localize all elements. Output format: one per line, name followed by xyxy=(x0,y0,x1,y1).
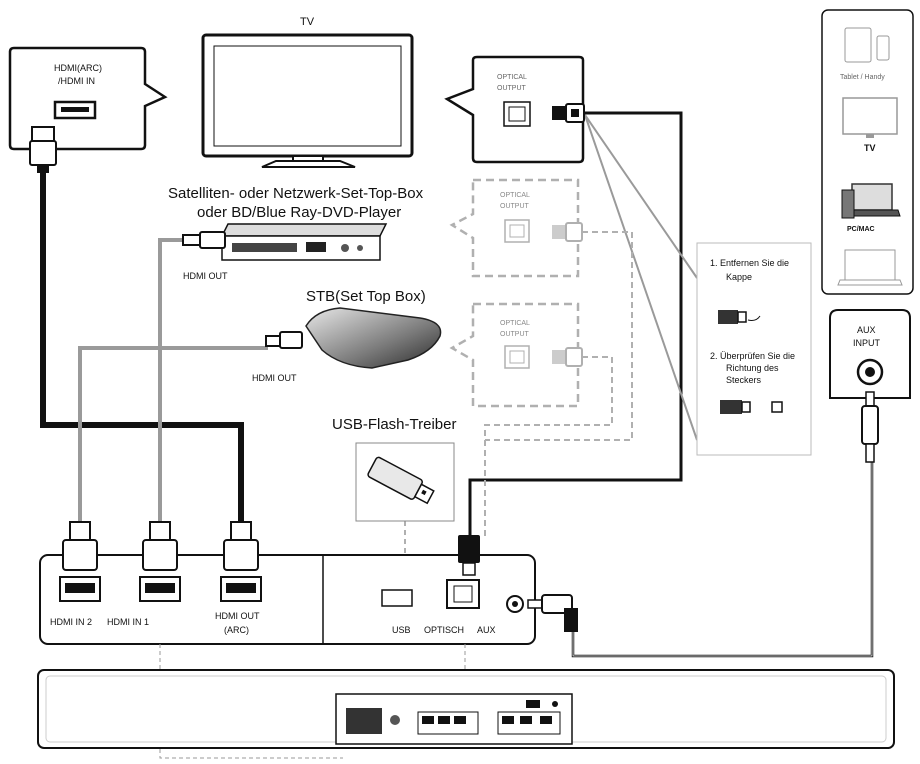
instruction-step2-line1: 2. Überprüfen Sie die xyxy=(710,351,795,361)
optical-plug-icon xyxy=(552,103,585,123)
tablet-icon xyxy=(844,27,872,63)
satellite-label-line2: oder BD/Blue Ray-DVD-Player xyxy=(197,204,401,221)
optical-port-panel xyxy=(446,535,480,609)
dvd-player-icon xyxy=(220,223,388,261)
hdmi-cable-stb xyxy=(78,346,268,522)
usb-port-icon xyxy=(381,589,413,607)
optical-cable-tv xyxy=(468,111,683,535)
hdmi-plug-icon xyxy=(182,231,226,249)
aux-tablet-label: Tablet / Handy xyxy=(840,74,885,81)
tv-label: TV xyxy=(300,16,315,28)
pointer-line xyxy=(584,114,698,279)
stb-icon xyxy=(305,307,442,369)
hdmi-in1-port xyxy=(139,521,181,602)
optical-plug-cap-icon xyxy=(718,310,761,324)
panel-hdmi-in1: HDMI IN 1 xyxy=(107,617,149,627)
tv-hdmi-callout xyxy=(8,46,168,151)
panel-aux: AUX xyxy=(477,625,496,635)
optical-plug-direction-icon xyxy=(720,400,783,414)
stb-optical-callout xyxy=(449,302,583,408)
hdmi-plug-icon xyxy=(29,126,57,173)
hdmi-in2-port xyxy=(59,521,101,602)
aux-pc-label: PC/MAC xyxy=(847,226,875,233)
hdmi-arc-cable xyxy=(40,172,244,522)
aux-input-line1: AUX xyxy=(857,325,876,335)
stb-label: STB(Set Top Box) xyxy=(306,288,426,305)
aux-port-panel xyxy=(506,594,578,632)
panel-hdmi-out-line2: (ARC) xyxy=(224,625,249,635)
instruction-step2-line3: Steckers xyxy=(726,375,762,385)
satellite-optical-line2: OUTPUT xyxy=(500,203,530,210)
aux-input-box xyxy=(829,309,911,399)
panel-optisch: OPTISCH xyxy=(424,625,464,635)
aux-cable xyxy=(571,460,874,658)
aux-cable-inner xyxy=(572,460,873,657)
instruction-step2-line2: Richtung des xyxy=(726,363,779,373)
phone-icon xyxy=(876,35,890,61)
usb-drive-box xyxy=(355,442,455,522)
tv-optical-line1: OPTICAL xyxy=(497,74,527,81)
tv-optical-line2: OUTPUT xyxy=(497,85,527,92)
tv-hdmi-callout-line1: HDMI(ARC) xyxy=(54,63,102,73)
panel-hdmi-out-line1: HDMI OUT xyxy=(215,611,260,621)
satellite-hdmi-out: HDMI OUT xyxy=(183,271,228,281)
aux-tv-label: TV xyxy=(864,143,876,153)
tv-optical-callout xyxy=(444,55,585,164)
laptop-icon xyxy=(844,249,896,281)
aux-plug-icon xyxy=(861,391,879,463)
aux-input-line2: INPUT xyxy=(853,338,881,348)
hdmi-out-arc-port xyxy=(220,521,262,602)
instruction-step1-line2: Kappe xyxy=(726,272,752,282)
hdmi-cable-satellite xyxy=(158,238,185,522)
satellite-optical-callout xyxy=(449,178,583,278)
stb-optical-line2: OUTPUT xyxy=(500,331,530,338)
panel-hdmi-in2: HDMI IN 2 xyxy=(50,617,92,627)
stb-optical-line1: OPTICAL xyxy=(500,320,530,327)
pc-icon xyxy=(841,183,901,219)
optical-dashed-stb xyxy=(484,356,613,540)
instruction-step1-line1: 1. Entfernen Sie die xyxy=(710,258,789,268)
usb-stick-icon xyxy=(367,456,435,505)
optical-dashed-satellite xyxy=(485,231,633,441)
aux-devices-panel xyxy=(821,9,914,295)
usb-drive-label: USB-Flash-Treiber xyxy=(332,416,456,433)
satellite-label-line1: Satelliten- oder Netzwerk-Set-Top-Box xyxy=(168,185,424,202)
soundbar xyxy=(37,669,895,749)
stb-hdmi-out: HDMI OUT xyxy=(252,373,297,383)
tv-small-icon xyxy=(842,97,898,135)
panel-usb: USB xyxy=(392,625,411,635)
tv-hdmi-callout-line2: /HDMI IN xyxy=(58,76,95,86)
hdmi-plug-icon xyxy=(265,331,303,349)
tv xyxy=(201,33,414,168)
satellite-optical-line1: OPTICAL xyxy=(500,192,530,199)
optical-instructions-box xyxy=(696,242,812,456)
pointer-line xyxy=(584,114,698,441)
